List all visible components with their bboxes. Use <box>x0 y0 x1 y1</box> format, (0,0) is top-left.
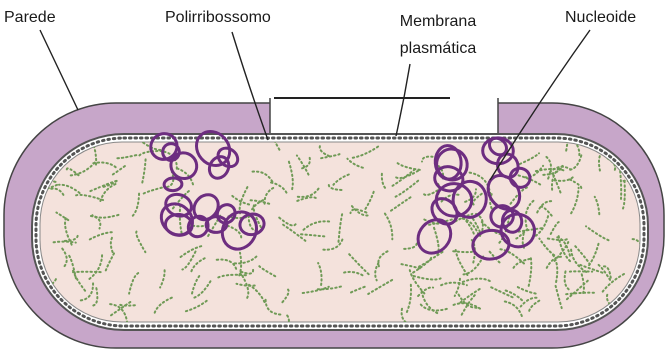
label-membrane-line2: plasmática <box>388 39 488 58</box>
label-nucleoid: Nucleoide <box>565 8 636 27</box>
label-wall: Parede <box>4 8 56 27</box>
wall-cutaway <box>270 97 498 135</box>
leader-line-wall <box>40 30 78 110</box>
label-polyribosome: Polirribossomo <box>165 8 271 27</box>
label-membrane-line1: Membrana <box>388 12 488 31</box>
